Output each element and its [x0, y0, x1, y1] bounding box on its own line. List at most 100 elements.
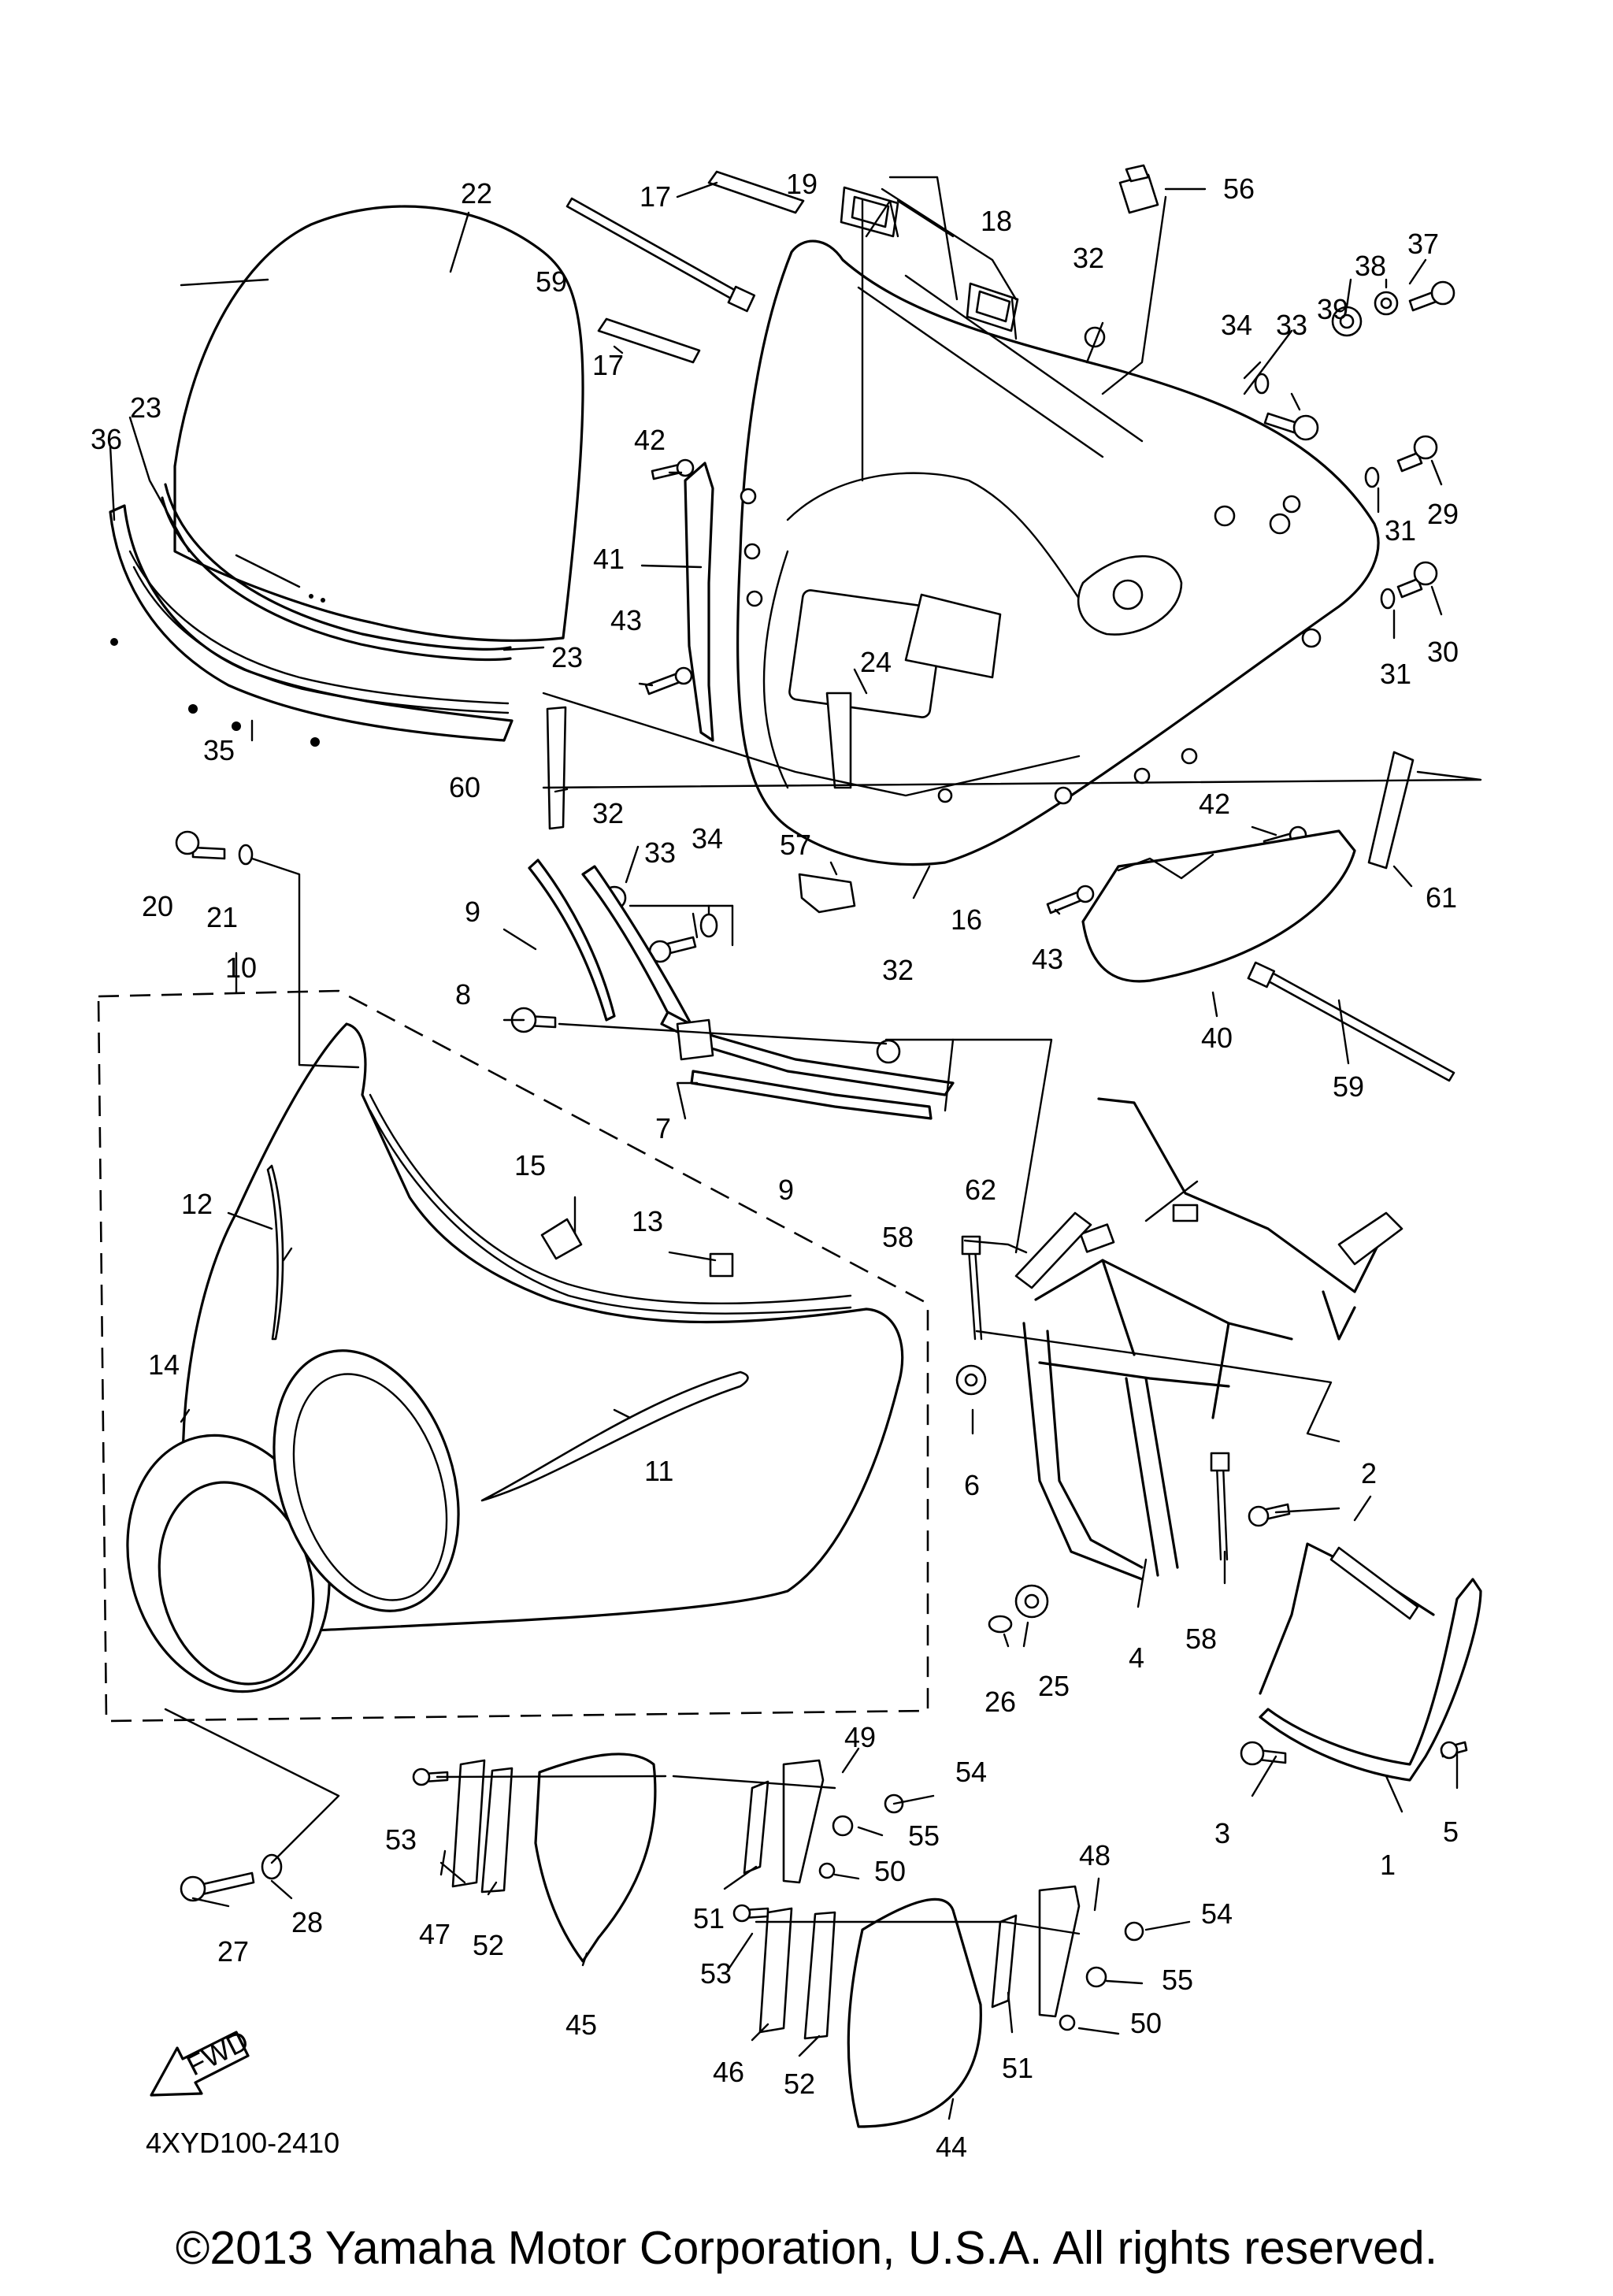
part-pad — [597, 170, 805, 364]
part-lower-panel-left — [451, 1753, 825, 1963]
label-56: 56 — [1223, 172, 1255, 205]
label-26: 26 — [984, 1686, 1016, 1718]
part-gasket — [840, 186, 1019, 332]
label-19: 19 — [786, 168, 818, 200]
label-52b: 52 — [784, 2068, 815, 2100]
label-48: 48 — [1079, 1839, 1111, 1871]
label-33a: 33 — [1276, 309, 1307, 341]
label-5: 5 — [1443, 1816, 1459, 1848]
label-44: 44 — [936, 2131, 967, 2163]
part-clamp — [798, 873, 856, 914]
label-17a: 17 — [640, 180, 671, 213]
diagram-code: 4XYD100-2410 — [146, 2127, 340, 2159]
label-58a: 58 — [882, 1221, 914, 1253]
label-55a: 55 — [908, 1819, 940, 1852]
part-lower-panel-right — [758, 1885, 1081, 2128]
label-54a: 54 — [955, 1756, 987, 1788]
label-60: 60 — [449, 771, 480, 803]
label-33b: 33 — [644, 836, 676, 869]
part-inner-panel — [736, 239, 1380, 866]
part-lower-molding — [109, 504, 514, 747]
label-58b: 58 — [1185, 1623, 1217, 1655]
label-62: 62 — [965, 1174, 996, 1206]
label-51a: 51 — [693, 1902, 725, 1934]
part-headlight-rim — [126, 1349, 460, 1693]
label-50b: 50 — [1130, 2007, 1162, 2039]
label-16: 16 — [951, 903, 982, 936]
leader-lines — [109, 176, 1482, 2120]
label-47: 47 — [419, 1918, 451, 1950]
label-39: 39 — [1317, 293, 1348, 325]
label-42a: 42 — [634, 424, 666, 456]
label-23a: 23 — [130, 391, 161, 424]
label-38: 38 — [1355, 250, 1386, 282]
label-14: 14 — [148, 1348, 180, 1381]
part-hardware — [175, 280, 1468, 2031]
forward-direction-arrow-icon: FWD — [150, 2024, 254, 2097]
label-43b: 43 — [1032, 943, 1063, 975]
label-9b: 9 — [778, 1174, 794, 1206]
label-45: 45 — [565, 2009, 597, 2041]
label-27: 27 — [217, 1935, 249, 1968]
label-31b: 31 — [1380, 658, 1411, 690]
label-43a: 43 — [610, 604, 642, 636]
label-10: 10 — [225, 951, 257, 984]
copyright-notice: ©2013 Yamaha Motor Corporation, U.S.A. A… — [175, 2222, 1438, 2274]
label-28: 28 — [291, 1906, 323, 1938]
label-36: 36 — [91, 423, 122, 455]
label-46: 46 — [713, 2056, 744, 2088]
label-2: 2 — [1361, 1457, 1377, 1489]
label-50a: 50 — [874, 1855, 906, 1887]
label-41: 41 — [593, 543, 625, 575]
label-42b: 42 — [1199, 788, 1230, 820]
label-49: 49 — [844, 1721, 876, 1753]
part-cable-tie — [565, 197, 1455, 1082]
label-32c: 32 — [882, 954, 914, 986]
label-29: 29 — [1427, 498, 1459, 530]
label-40: 40 — [1201, 1022, 1233, 1054]
label-61: 61 — [1426, 881, 1457, 914]
label-57: 57 — [780, 829, 811, 861]
label-32a: 32 — [1073, 242, 1104, 274]
label-8: 8 — [455, 978, 471, 1011]
label-37: 37 — [1407, 228, 1439, 260]
label-52a: 52 — [473, 1929, 504, 1961]
label-17b: 17 — [592, 349, 624, 381]
label-54b: 54 — [1201, 1897, 1233, 1930]
label-4: 4 — [1129, 1641, 1144, 1674]
part-number-labels: 1 2 3 4 5 6 7 8 9 9 10 11 12 13 14 15 16… — [91, 168, 1459, 2163]
label-51b: 51 — [1002, 2052, 1033, 2084]
label-9a: 9 — [465, 896, 480, 928]
label-59a: 59 — [536, 265, 567, 298]
fwd-label: FWD — [182, 2024, 254, 2083]
label-34b: 34 — [692, 822, 723, 855]
label-6: 6 — [964, 1469, 980, 1501]
part-cable-tie-small — [961, 1235, 1230, 1561]
part-mounting-bracket — [684, 462, 1356, 983]
label-12: 12 — [181, 1188, 213, 1220]
label-20: 20 — [142, 890, 173, 922]
label-30: 30 — [1427, 636, 1459, 668]
part-fairing-stay — [1022, 1097, 1403, 1581]
label-25: 25 — [1038, 1670, 1070, 1702]
part-grommet — [1014, 1211, 1092, 1289]
label-15: 15 — [514, 1149, 546, 1181]
part-lower-stay — [1259, 1542, 1482, 1782]
label-53a: 53 — [385, 1823, 417, 1856]
label-31a: 31 — [1385, 514, 1416, 547]
label-53b: 53 — [700, 1957, 732, 1990]
label-23b: 23 — [551, 641, 583, 673]
part-clip — [1118, 164, 1159, 214]
label-22: 22 — [461, 177, 492, 210]
label-3: 3 — [1214, 1817, 1230, 1849]
label-55b: 55 — [1162, 1964, 1193, 1996]
label-59b: 59 — [1333, 1070, 1364, 1103]
label-32b: 32 — [592, 797, 624, 829]
label-18: 18 — [981, 205, 1012, 237]
label-35: 35 — [203, 734, 235, 766]
label-7: 7 — [655, 1112, 671, 1144]
label-21: 21 — [206, 901, 238, 933]
label-11: 11 — [644, 1455, 673, 1487]
